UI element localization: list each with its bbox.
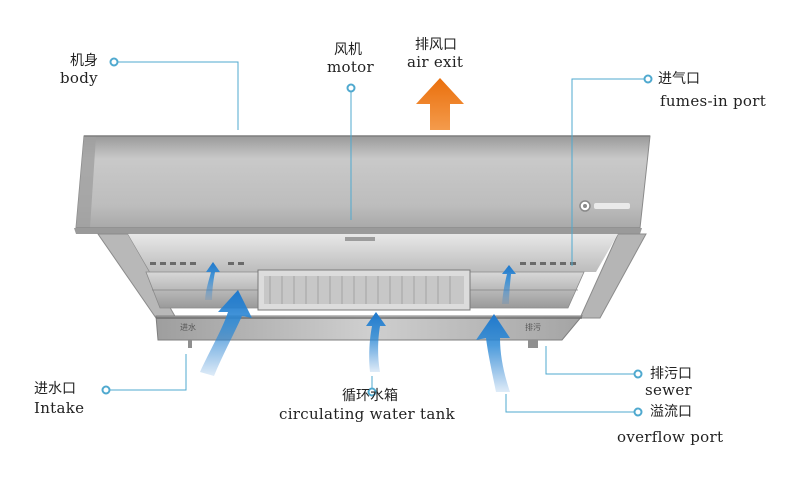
leader-marker-icon bbox=[367, 387, 377, 397]
body-label-zh: 机身 bbox=[70, 53, 98, 69]
sewer-label-en: sewer bbox=[645, 381, 692, 399]
leader-marker-icon bbox=[101, 385, 111, 395]
leader-marker-icon bbox=[633, 407, 643, 417]
leader-marker-icons bbox=[101, 57, 653, 417]
air-exit-label-zh: 排风口 bbox=[415, 37, 457, 53]
brand-logo-icon bbox=[579, 200, 630, 212]
airflow-arrows bbox=[200, 262, 516, 392]
tank-label-en: circulating water tank bbox=[279, 405, 455, 423]
leader-marker-icon bbox=[346, 83, 356, 93]
tank-label-zh: 循环水箱 bbox=[342, 388, 398, 404]
fumes-in-label-zh: 进气口 bbox=[658, 71, 700, 87]
leader-lines bbox=[110, 61, 644, 413]
leader-marker-icon bbox=[633, 369, 643, 379]
intake-label-en: Intake bbox=[34, 399, 85, 417]
motor-label-en: motor bbox=[327, 58, 374, 76]
airflow-arrow-icon bbox=[476, 314, 510, 392]
airflow-arrow-icon bbox=[502, 265, 516, 304]
sewer-label-zh: 排污口 bbox=[650, 366, 692, 382]
exhaust-arrow-icon bbox=[416, 78, 464, 130]
sewer-tag: 排污 bbox=[525, 323, 541, 332]
airflow-arrow-icon bbox=[205, 262, 220, 300]
body-label-en: body bbox=[60, 69, 98, 87]
leader-marker-icon bbox=[643, 74, 653, 84]
leader-marker-icon bbox=[109, 57, 119, 67]
overflow-label-zh: 溢流口 bbox=[650, 404, 692, 420]
airflow-arrow-icon bbox=[366, 312, 386, 372]
air-exit-label-en: air exit bbox=[407, 53, 464, 71]
fumes-in-label-en: fumes-in port bbox=[660, 92, 767, 110]
airflow-arrow-icon bbox=[200, 290, 252, 376]
hood-body bbox=[74, 135, 651, 348]
intake-label-zh: 进水口 bbox=[34, 381, 76, 397]
intake-tag: 进水 bbox=[180, 323, 196, 332]
overflow-label-en: overflow port bbox=[617, 428, 724, 446]
motor-label-zh: 风机 bbox=[334, 42, 362, 58]
